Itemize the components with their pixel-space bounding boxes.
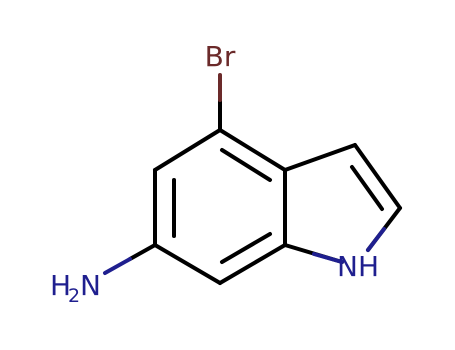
amine-subscript: 2 (68, 285, 80, 307)
bond-c3-c2 (353, 143, 402, 210)
bond-c3-c2-inner (350, 165, 384, 211)
bond-c6-c7 (153, 243, 222, 285)
ring-nitrogen-label: NH (337, 250, 379, 283)
bond-c3a-c3 (283, 143, 357, 172)
bond-c2-n1-colored (366, 227, 386, 252)
bond-n1-c7a-colored (312, 252, 344, 264)
amine-h: H (50, 269, 71, 302)
amine-label: H 2 N (50, 269, 101, 307)
bromine-label: Br (205, 40, 236, 73)
bond-c4-c5 (153, 128, 222, 172)
amine-n: N (80, 269, 101, 302)
bond-c3a-c4 (218, 128, 287, 172)
bond-c3a-c4-inner (220, 148, 272, 182)
bond-c7-c7a-inner (220, 232, 272, 264)
bond-c7-c7a (218, 243, 287, 285)
bond-c6-nh2-colored (103, 257, 132, 275)
bond-c6-nh2 (128, 243, 157, 261)
